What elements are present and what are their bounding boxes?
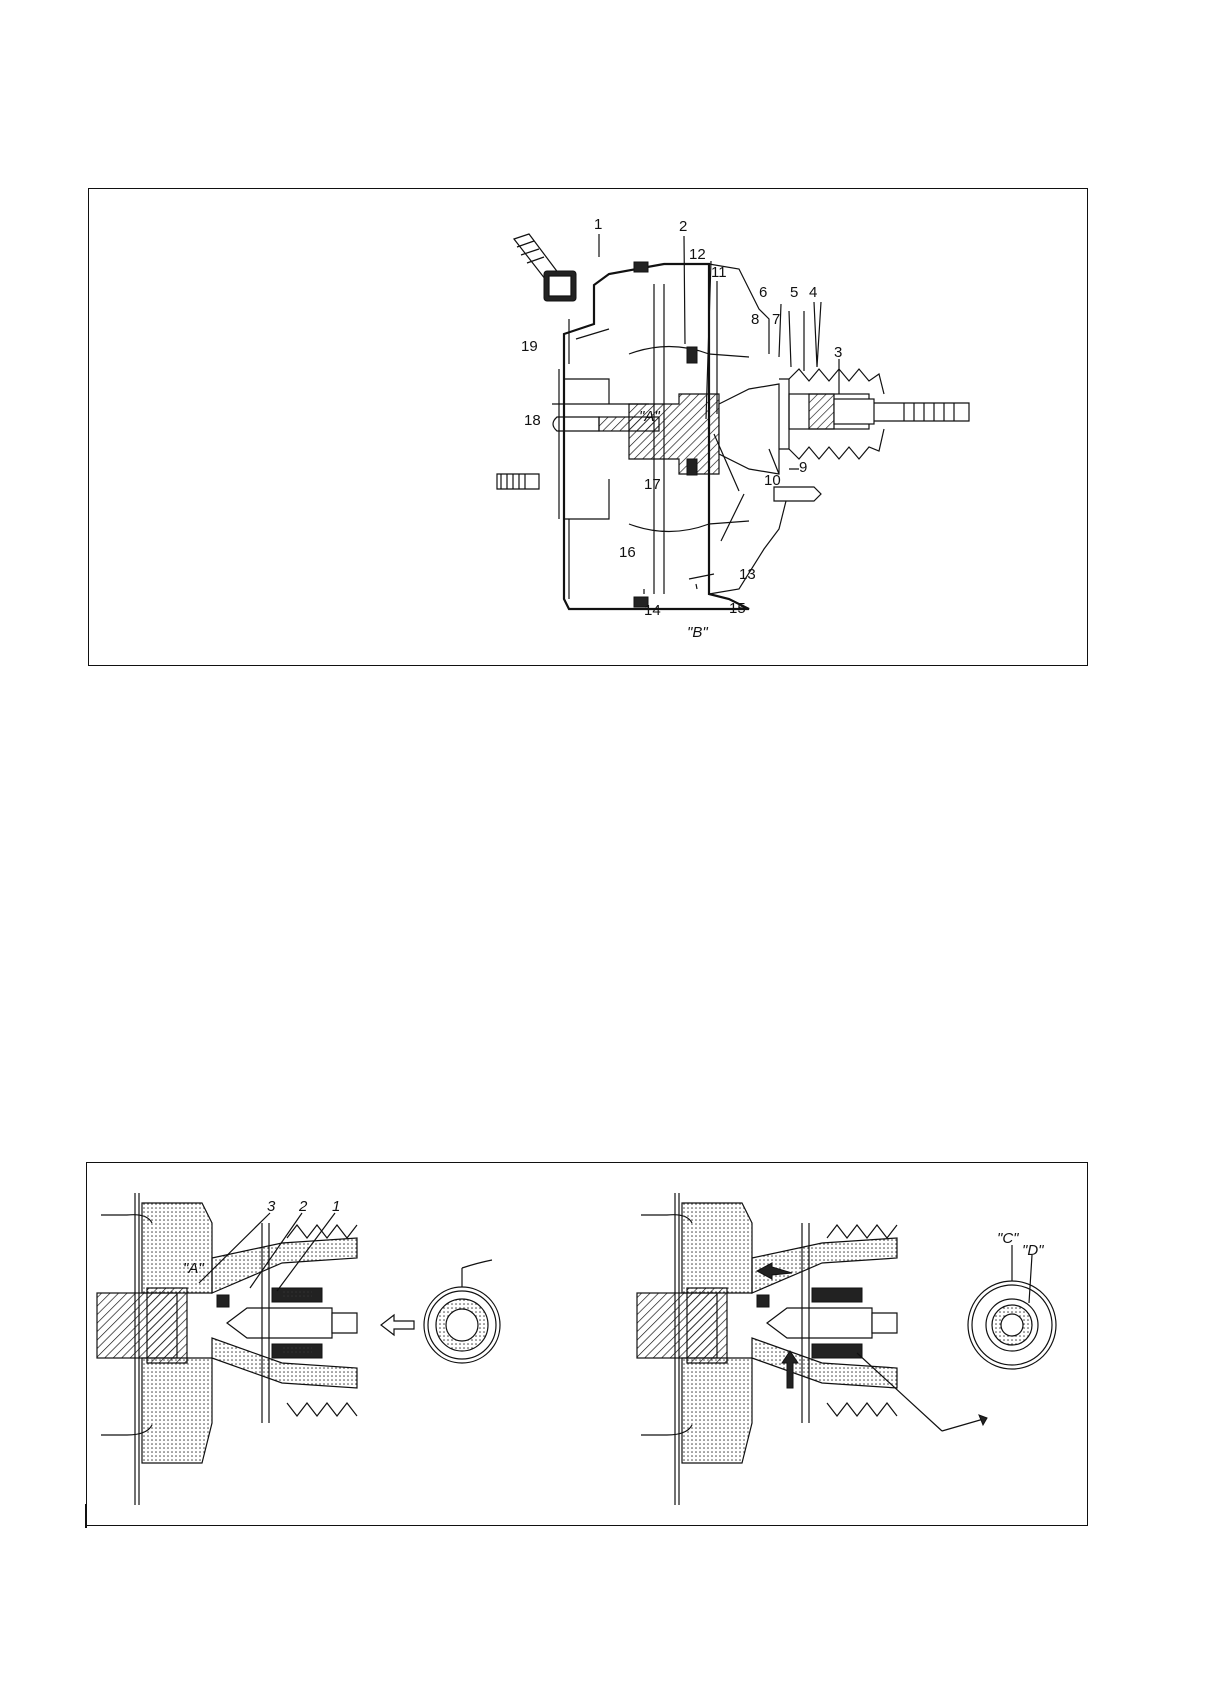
figure-bottom-frame: 3 2 1 "A": [86, 1162, 1088, 1526]
callout-13: 13: [739, 566, 756, 583]
callout-7: 7: [772, 311, 780, 328]
right-view: "C" "D": [637, 1193, 1056, 1505]
left-callout-2: 2: [298, 1198, 308, 1215]
push-rod: [874, 403, 969, 421]
callout-1: 1: [594, 216, 602, 233]
chamber-a-label: "A": [639, 408, 660, 425]
callout-6: 6: [759, 284, 767, 301]
callout-9: 9: [799, 459, 807, 476]
left-callout-3: 3: [267, 1198, 276, 1215]
callout-10: 10: [764, 472, 781, 489]
callout-14: 14: [644, 602, 661, 619]
callout-16: 16: [619, 544, 636, 561]
callout-17: 17: [644, 476, 661, 493]
valve-body: [629, 394, 719, 474]
chamber-b-label: "B": [687, 624, 708, 641]
left-view: 3 2 1 "A": [97, 1193, 500, 1505]
callout-19: 19: [521, 338, 538, 355]
valve-operation-views: 3 2 1 "A": [87, 1163, 1089, 1527]
right-callout-c: "C": [997, 1230, 1019, 1247]
page-margin-mark: [85, 1504, 87, 1528]
callout-3: 3: [834, 344, 842, 361]
callout-5: 5: [790, 284, 798, 301]
callout-4: 4: [809, 284, 817, 301]
callout-15: 15: [729, 600, 746, 617]
callout-2: 2: [679, 218, 687, 235]
callout-11: 11: [711, 264, 727, 281]
left-chamber-a-label: "A": [183, 1260, 204, 1277]
callout-12: 12: [689, 246, 706, 263]
callout-18: 18: [524, 412, 541, 429]
left-callout-1: 1: [332, 1198, 340, 1215]
figure-top-frame: 1 2 3 4 5 6 7 8 9 10 11 12 13 14 15 16 1…: [88, 188, 1088, 666]
right-callout-d: "D": [1022, 1242, 1044, 1259]
brake-booster-cross-section: 1 2 3 4 5 6 7 8 9 10 11 12 13 14 15 16 1…: [89, 189, 1089, 667]
callout-8: 8: [751, 311, 759, 328]
